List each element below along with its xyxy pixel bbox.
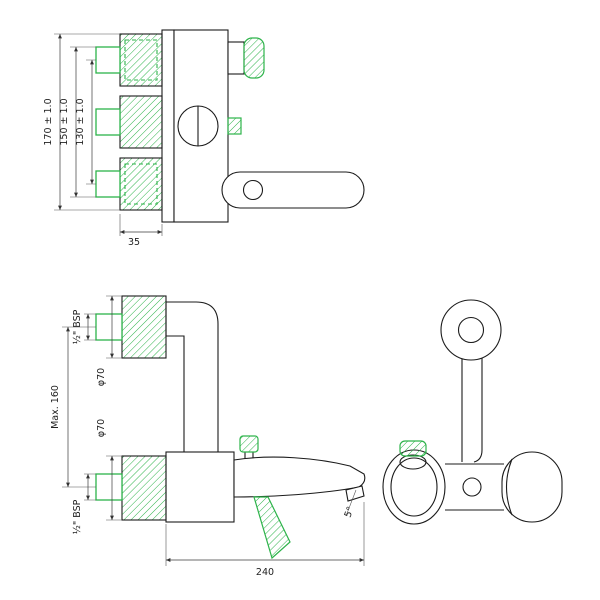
ext-lines-d70-bottom <box>106 455 122 521</box>
ext-lines <box>54 33 120 211</box>
view-front: 5° ½" BSP Max. 160 φ70 φ70 ½" BSP 240 <box>50 295 366 578</box>
diverter-knob-front <box>239 435 259 453</box>
wall-flange-inner <box>457 316 485 344</box>
dim-label-240: 240 <box>256 567 274 578</box>
riser-pipe-side <box>461 356 483 463</box>
view-side <box>382 299 563 525</box>
hidden-stem-outline <box>124 163 158 205</box>
escutcheon-side <box>382 449 446 525</box>
wall-flange-outer <box>440 299 502 361</box>
diverter-knob-side <box>399 440 427 457</box>
mixer-body-front <box>165 451 235 523</box>
ext-lines-max160 <box>62 326 96 488</box>
ext-lines-bsp-top <box>84 313 96 341</box>
wall-port-block <box>119 157 163 211</box>
mounting-strip <box>161 29 175 223</box>
inlet-stem <box>95 170 121 198</box>
dim-label-bsp-bottom: ½" BSP <box>72 499 83 534</box>
view-top: 170 ± 1.0 150 ± 1.0 130 ± 1.0 35 <box>43 29 365 248</box>
spout-aerator <box>345 485 365 502</box>
dim-label-170: 170 ± 1.0 <box>43 98 54 145</box>
dim-label-d70-top: φ70 <box>96 368 107 386</box>
wall-port-top-front <box>121 295 167 359</box>
hidden-stem-outline <box>124 39 158 81</box>
dim-label-35: 35 <box>128 237 140 248</box>
diverter-knob-top <box>227 117 242 135</box>
handle-side <box>501 451 563 523</box>
inlet-stem-top-front <box>95 313 123 341</box>
body-detail-circle <box>462 477 482 497</box>
dim-label-d70-bottom: φ70 <box>96 419 107 437</box>
wall-port-block <box>119 33 163 87</box>
angle-leader-line <box>345 489 357 517</box>
ext-lines-d70-top <box>106 295 122 359</box>
cartridge-neck <box>227 41 245 75</box>
spout-front <box>233 456 366 498</box>
dim-label-150: 150 ± 1.0 <box>59 98 70 145</box>
lever-pivot-circle <box>242 179 264 201</box>
wall-port-block <box>119 95 163 149</box>
escutcheon-side-inner <box>390 457 438 517</box>
handle-blade-front <box>253 496 291 560</box>
dim-label-max160: Max. 160 <box>50 385 61 429</box>
dim-label-130: 130 ± 1.0 <box>75 98 86 145</box>
lever-top <box>221 171 365 209</box>
wall-port-bottom-front <box>121 455 167 521</box>
handle-side-contour <box>505 458 513 516</box>
inlet-stem-bottom-front <box>95 473 123 501</box>
body-side-lines <box>445 463 504 511</box>
riser-pipe <box>165 301 219 453</box>
dim-label-angle: 5° <box>343 505 357 519</box>
ext-lines-35 <box>119 214 163 236</box>
inlet-stem <box>95 46 121 74</box>
inlet-stem <box>95 108 121 136</box>
cartridge-cap <box>243 37 265 79</box>
ext-lines-bsp-bottom <box>84 473 96 501</box>
